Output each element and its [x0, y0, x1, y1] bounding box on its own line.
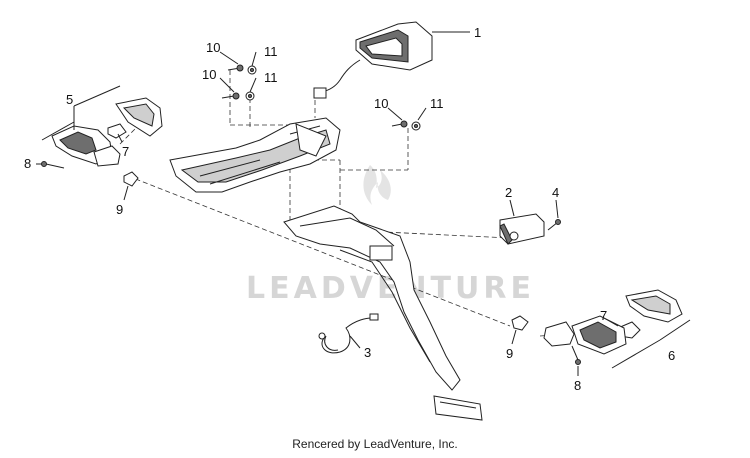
- callout-11-middle: 11: [264, 70, 278, 85]
- callout-6: 6: [668, 348, 675, 363]
- callout-9-left: 9: [116, 202, 123, 217]
- callout-2: 2: [505, 185, 512, 200]
- callout-1: 1: [474, 25, 481, 40]
- rear-fender-undertray: [169, 117, 341, 193]
- wiring-harness: [318, 313, 379, 354]
- right-turn-signal: [511, 289, 683, 365]
- render-credit: Rencered by LeadVenture, Inc.: [292, 437, 458, 451]
- callout-3: 3: [364, 345, 371, 360]
- screw-washer-set-top: [227, 64, 257, 75]
- callout-10-right: 10: [374, 96, 388, 111]
- callout-11-right: 11: [430, 96, 444, 111]
- callout-10-top: 10: [206, 40, 220, 55]
- screw-washer-set-right: [391, 120, 421, 131]
- watermark-text: LEADVENTURE: [246, 271, 535, 306]
- callout-8-right: 8: [574, 378, 581, 393]
- callout-10-middle: 10: [202, 67, 216, 82]
- callout-8-left: 8: [24, 156, 31, 171]
- callout-7-left: 7: [122, 144, 129, 159]
- callout-7-right: 7: [600, 308, 607, 323]
- license-plate-bracket: [283, 205, 483, 421]
- callout-9-right: 9: [506, 346, 513, 361]
- left-turn-signal: [41, 97, 163, 187]
- license-plate-light: [499, 213, 545, 245]
- callout-5: 5: [66, 92, 73, 107]
- screw-washer-set-middle: [221, 91, 255, 101]
- leader-lines: [36, 31, 691, 376]
- screw-part-4: [547, 219, 561, 231]
- tail-light: [313, 21, 433, 99]
- callout-11-top: 11: [264, 44, 278, 59]
- watermark-logo: LEADVENTURE: [246, 165, 535, 306]
- callout-labels: 1 2 3 4 5 6 7 7 8 8 9 9 10 10 10 11 11 1…: [24, 25, 675, 393]
- callout-4: 4: [552, 185, 559, 200]
